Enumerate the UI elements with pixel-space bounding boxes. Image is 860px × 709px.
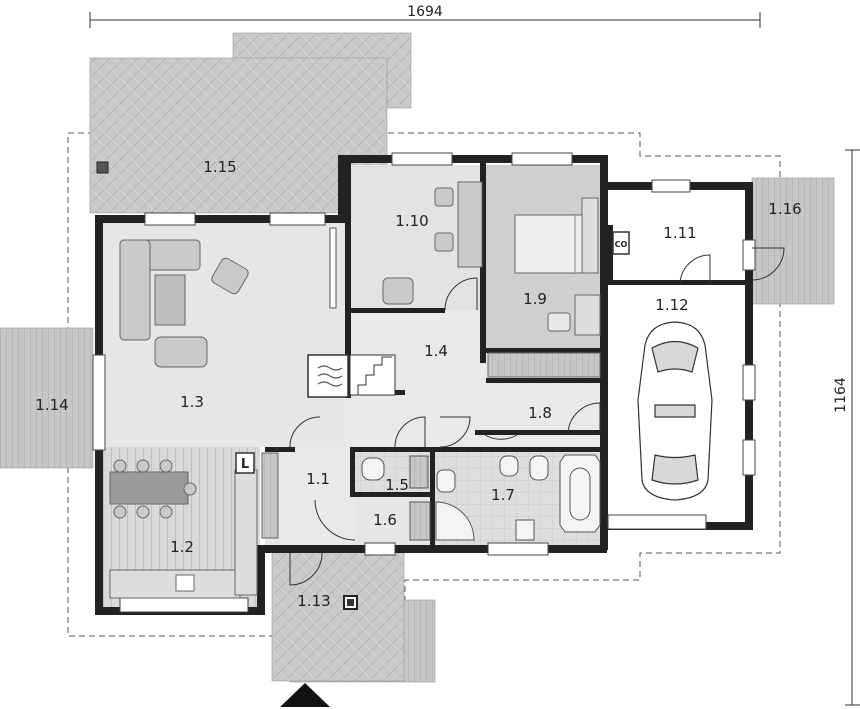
storage-box: [235, 452, 255, 474]
staircase: [307, 354, 396, 398]
terrace-1-13: [271, 547, 405, 682]
room-label-1-5: 1.5: [385, 476, 409, 494]
room-label-1-3: 1.3: [180, 393, 204, 411]
room-label-1-9: 1.9: [523, 290, 547, 308]
room-label-1-2: 1.2: [170, 538, 194, 556]
width-dimension-label: 1694: [407, 4, 443, 20]
floor-hall-1-1: [265, 447, 355, 547]
terrace-1-16: [751, 177, 835, 305]
room-label-1-11: 1.11: [663, 224, 696, 242]
terrace-1-15: [89, 57, 388, 214]
chimney-marker: [96, 161, 109, 174]
room-label-1-12: 1.12: [655, 296, 688, 314]
room-labels: 1.15 1.10 1.11 1.16 1.9 1.12 1.4 1.3 1.1…: [35, 158, 801, 610]
room-label-1-10: 1.10: [395, 212, 428, 230]
study-furniture: [382, 181, 483, 305]
car-icon: [637, 321, 713, 501]
bathroom-fixtures: [361, 454, 601, 541]
room-label-1-6: 1.6: [373, 511, 397, 529]
entrance-arrow-icon: [280, 683, 330, 707]
room-label-1-7: 1.7: [491, 486, 515, 504]
boiler-mark: CO: [615, 240, 628, 249]
width-dimension: 1694: [89, 4, 761, 28]
room-label-1-15: 1.15: [203, 158, 236, 176]
room-label-1-8: 1.8: [528, 404, 552, 422]
terraces: [0, 32, 835, 683]
living-furniture: [119, 227, 337, 368]
storage-mark: L: [241, 457, 249, 472]
floor-1-11: [610, 190, 745, 285]
depth-dimension-label: 1164: [833, 377, 849, 413]
kitchen-furniture: [109, 452, 279, 599]
room-label-1-13: 1.13: [297, 592, 330, 610]
depth-dimension: 1164: [833, 149, 860, 706]
room-label-1-14: 1.14: [35, 396, 68, 414]
terrace-1-14: [0, 327, 94, 469]
bedroom-furniture: [487, 197, 601, 378]
windows: [92, 152, 756, 613]
room-label-1-4: 1.4: [424, 342, 448, 360]
room-label-1-1: 1.1: [306, 470, 330, 488]
room-label-1-16: 1.16: [768, 200, 801, 218]
boiler-box: [612, 231, 630, 255]
doors: [289, 247, 785, 586]
